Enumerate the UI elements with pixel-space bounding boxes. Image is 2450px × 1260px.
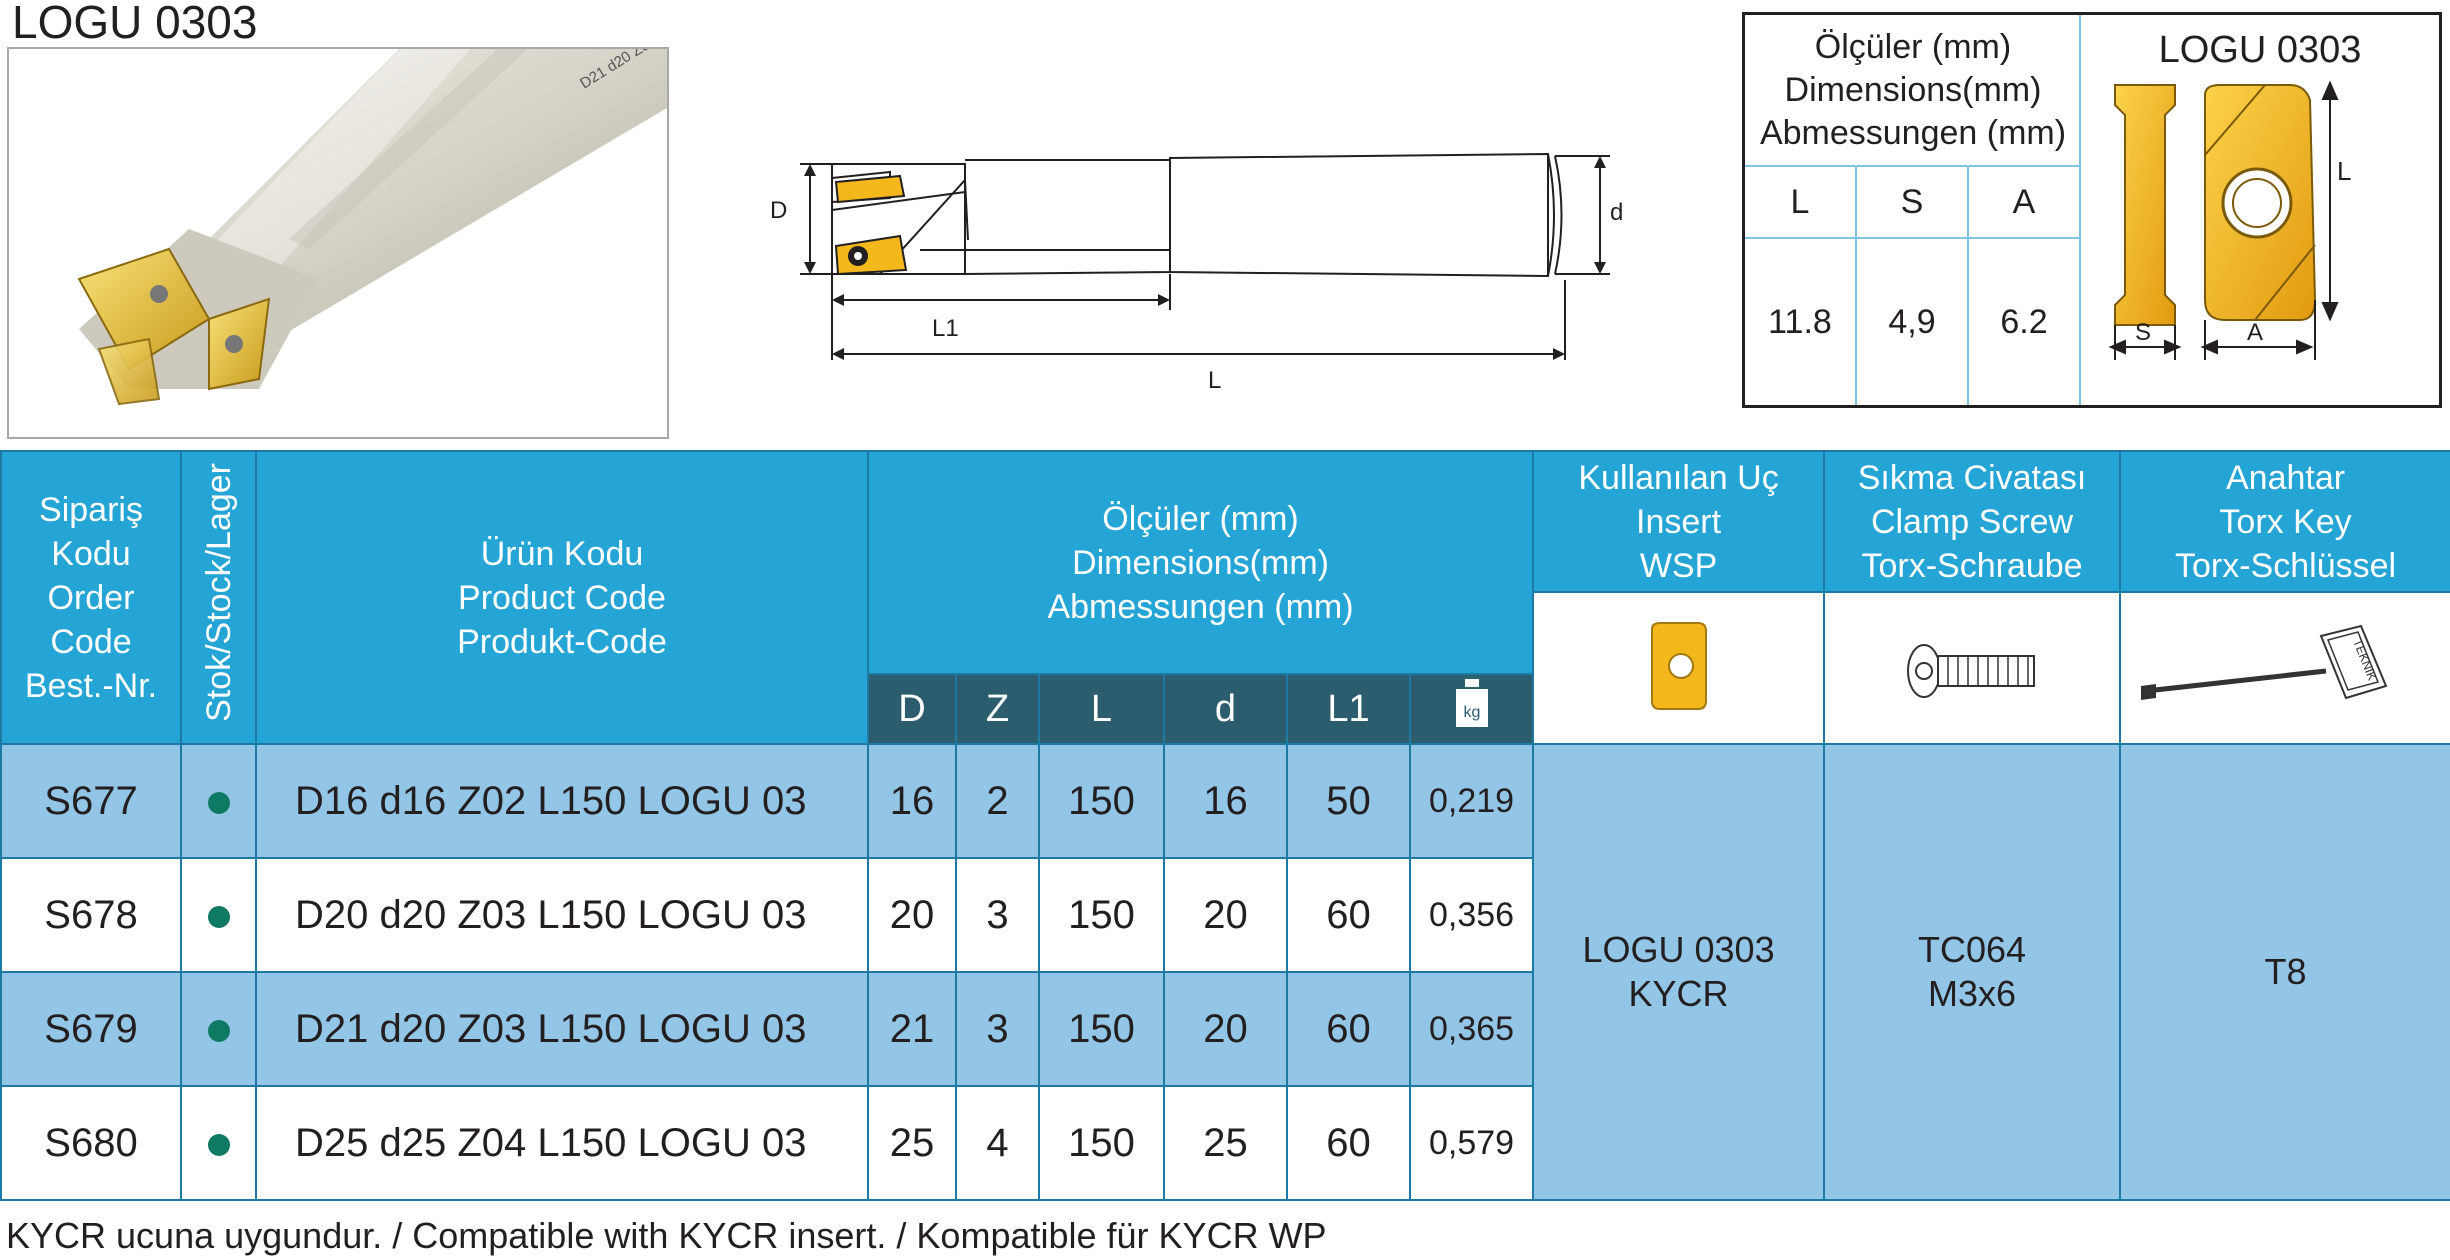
weight: 0,356	[1408, 857, 1535, 973]
label-L1: L1	[932, 315, 959, 342]
col-L-header: L	[1790, 182, 1810, 221]
dim-D: 25	[867, 1085, 957, 1201]
label-d: d	[1610, 199, 1623, 226]
table-row: S679 D21 d20 Z03 L150 LOGU 03 21 3 150 2…	[0, 971, 2450, 1087]
insert-icon	[1650, 621, 1707, 710]
dim-d: 20	[1163, 857, 1288, 973]
dim-D: 21	[867, 971, 957, 1087]
dim-d: 16	[1163, 743, 1288, 859]
product-code: D16 d16 Z02 L150 LOGU 03	[255, 743, 869, 859]
dimension-header: Ölçüler (mm) Dimensions(mm) Abmessungen …	[1759, 27, 2067, 152]
header-stock: Stok/Stock/Lager	[180, 450, 257, 745]
subheader-Z: Z	[955, 673, 1040, 745]
label-D: D	[770, 197, 787, 224]
dim-L1: 50	[1286, 743, 1411, 859]
dim-L: 150	[1038, 971, 1165, 1087]
clamp-screw-value: TC064 M3x6	[1823, 743, 2122, 1201]
insert-drawing: L S A	[2108, 80, 2351, 360]
torx-key-value: T8	[2119, 743, 2450, 1201]
dim-d: 25	[1163, 1085, 1288, 1201]
subheader-d: d	[1163, 673, 1288, 745]
insert-value: LOGU 0303 KYCR	[1532, 743, 1826, 1201]
weight-icon-label: kg	[1463, 704, 1480, 721]
stock-cell	[180, 971, 257, 1087]
stock-cell	[180, 1085, 257, 1201]
dim-Z: 3	[955, 971, 1040, 1087]
subheader-L: L	[1038, 673, 1165, 745]
tool-photo: D21 d20 Z03 L	[7, 47, 669, 439]
dim-Z: 4	[955, 1085, 1040, 1201]
value-S: 4,9	[1888, 302, 1936, 341]
dim-Z: 2	[955, 743, 1040, 859]
stock-cell	[180, 857, 257, 973]
insert-image-cell	[1532, 591, 1826, 745]
header-clamp-screw: Sıkma Civatası Clamp Screw Torx-Schraube	[1823, 450, 2122, 593]
dim-L1: 60	[1286, 1085, 1411, 1201]
weight: 0,579	[1408, 1085, 1535, 1201]
stock-dot-icon	[207, 905, 230, 928]
header-order-code: Sipariş Kodu Order Code Best.-Nr.	[0, 450, 182, 745]
insert-label-S: S	[2135, 319, 2151, 346]
stock-dot-icon	[207, 1019, 230, 1042]
product-table: Sipariş Kodu Order Code Best.-Nr. Stok/S…	[0, 450, 2450, 1201]
insert-label-A: A	[2247, 319, 2263, 346]
insert-dimension-box: Ölçüler (mm) Dimensions(mm) Abmessungen …	[1742, 12, 2442, 408]
weight: 0,365	[1408, 971, 1535, 1087]
table-row: S677 D16 d16 Z02 L150 LOGU 03 16 2 150 1…	[0, 743, 2450, 1201]
dimension-grid	[1745, 15, 2081, 405]
page-title: LOGU 0303	[12, 0, 258, 48]
technical-drawing: D d L1 L	[740, 140, 1640, 410]
header-product-code: Ürün Kodu Product Code Produkt-Code	[255, 450, 869, 745]
order-code: S679	[0, 971, 182, 1087]
footnote: KYCR ucuna uygundur. / Compatible with K…	[6, 1215, 1327, 1256]
key-image-cell: TEKNIK	[2119, 591, 2450, 745]
order-code: S680	[0, 1085, 182, 1201]
stock-dot-icon	[207, 791, 230, 814]
stock-cell	[180, 743, 257, 859]
subheader-weight: kg	[1408, 673, 1535, 745]
dim-Z: 3	[955, 857, 1040, 973]
subheader-D: D	[867, 673, 957, 745]
header-dimensions: Ölçüler (mm) Dimensions(mm) Abmessungen …	[866, 450, 1535, 675]
header-torx-key: Anahtar Torx Key Torx-Schlüssel	[2119, 450, 2450, 593]
dim-L1: 60	[1286, 857, 1411, 973]
screw-icon	[1907, 643, 2036, 698]
dim-L: 150	[1038, 857, 1165, 973]
order-code: S677	[0, 743, 182, 859]
table-row: S678 D20 d20 Z03 L150 LOGU 03 20 3 150 2…	[0, 857, 2450, 973]
insert-label-L: L	[2337, 156, 2351, 186]
product-code: D20 d20 Z03 L150 LOGU 03	[255, 857, 869, 973]
weight: 0,219	[1408, 743, 1535, 859]
header-insert: Kullanılan Uç Insert WSP	[1532, 450, 1826, 593]
dim-L: 150	[1038, 743, 1165, 859]
dim-d: 20	[1163, 971, 1288, 1087]
dim-D: 16	[867, 743, 957, 859]
dim-L: 150	[1038, 1085, 1165, 1201]
torx-key-icon: TEKNIK	[2140, 624, 2387, 700]
order-code: S678	[0, 857, 182, 973]
label-L: L	[1208, 367, 1221, 394]
product-code: D25 d25 Z04 L150 LOGU 03	[255, 1085, 869, 1201]
table-row: S680 D25 d25 Z04 L150 LOGU 03 25 4 150 2…	[0, 1085, 2450, 1201]
col-A-header: A	[2012, 182, 2036, 221]
value-L: 11.8	[1768, 302, 1832, 341]
dim-D: 20	[867, 857, 957, 973]
screw-image-cell	[1823, 591, 2122, 745]
subheader-L1: L1	[1286, 673, 1411, 745]
insert-title: LOGU 0303	[2158, 28, 2362, 71]
weight-icon: kg	[1455, 679, 1488, 727]
stock-dot-icon	[207, 1133, 230, 1156]
value-A: 6.2	[2000, 302, 2048, 341]
end-mill-illustration: D21 d20 Z03 L	[9, 49, 667, 437]
product-code: D21 d20 Z03 L150 LOGU 03	[255, 971, 869, 1087]
col-S-header: S	[1900, 182, 1924, 221]
dim-L1: 60	[1286, 971, 1411, 1087]
